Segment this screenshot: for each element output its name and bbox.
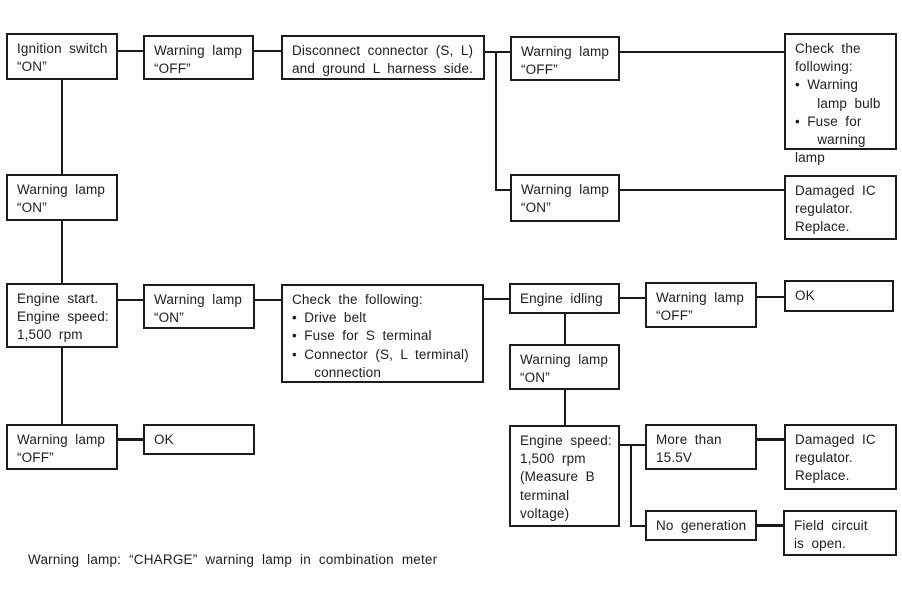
connector-line bbox=[61, 80, 63, 174]
node-damaged-ic-2: Damaged IC regulator. Replace. bbox=[784, 424, 897, 490]
node-warning-lamp-off-2: Warning lamp “OFF” bbox=[510, 36, 620, 81]
node-engine-start: Engine start. Engine speed: 1,500 rpm bbox=[6, 283, 118, 348]
node-warning-lamp-on-3: Warning lamp “ON” bbox=[509, 344, 620, 390]
connector-line bbox=[61, 348, 63, 424]
connector-line bbox=[757, 438, 784, 441]
node-damaged-ic-1: Damaged IC regulator. Replace. bbox=[784, 175, 897, 240]
node-warning-lamp-on-2: Warning lamp “ON” bbox=[143, 284, 255, 329]
node-check-following-1: Check the following: • Warning lamp bulb… bbox=[784, 33, 897, 165]
node-warning-lamp-on-right: Warning lamp “ON” bbox=[510, 174, 620, 222]
connector-line bbox=[757, 296, 784, 298]
node-ok-1: OK bbox=[784, 280, 894, 312]
connector-line bbox=[485, 51, 510, 53]
node-warning-lamp-on-left: Warning lamp “ON” bbox=[6, 174, 118, 221]
connector-line bbox=[495, 189, 510, 191]
node-field-circuit: Field circuit is open. bbox=[783, 510, 897, 556]
node-warning-lamp-off-4: Warning lamp “OFF” bbox=[6, 424, 118, 470]
node-ok-2: OK bbox=[143, 424, 255, 455]
connector-line bbox=[620, 444, 645, 446]
node-engine-speed: Engine speed: 1,500 rpm (Measure B termi… bbox=[509, 425, 620, 527]
node-check-following-2: Check the following: • Drive belt • Fuse… bbox=[281, 284, 484, 383]
connector-line bbox=[630, 525, 645, 527]
connector-line bbox=[564, 314, 566, 344]
connector-line bbox=[757, 524, 783, 527]
connector-line bbox=[484, 298, 509, 300]
node-ignition-switch: Ignition switch “ON” bbox=[6, 33, 118, 80]
node-engine-idling: Engine idling bbox=[509, 283, 620, 314]
connector-line bbox=[255, 299, 281, 301]
connector-line bbox=[620, 51, 784, 53]
connector-line bbox=[495, 51, 497, 190]
connector-line bbox=[620, 297, 645, 299]
connector-line bbox=[118, 438, 143, 441]
connector-line bbox=[254, 50, 281, 52]
connector-line bbox=[118, 50, 143, 52]
node-no-generation: No generation bbox=[645, 510, 757, 541]
node-warning-lamp-off-3: Warning lamp “OFF” bbox=[645, 282, 757, 328]
connector-line bbox=[564, 390, 566, 425]
node-more-than-15v: More than 15.5V bbox=[645, 424, 757, 470]
connector-line bbox=[620, 189, 784, 191]
footnote-warning-lamp: Warning lamp: “CHARGE” warning lamp in c… bbox=[28, 552, 438, 567]
node-disconnect-connector: Disconnect connector (S, L) and ground L… bbox=[281, 35, 485, 80]
connector-line bbox=[61, 221, 63, 283]
node-warning-lamp-off-1: Warning lamp “OFF” bbox=[143, 35, 254, 80]
connector-line bbox=[630, 444, 632, 527]
connector-line bbox=[118, 299, 143, 301]
